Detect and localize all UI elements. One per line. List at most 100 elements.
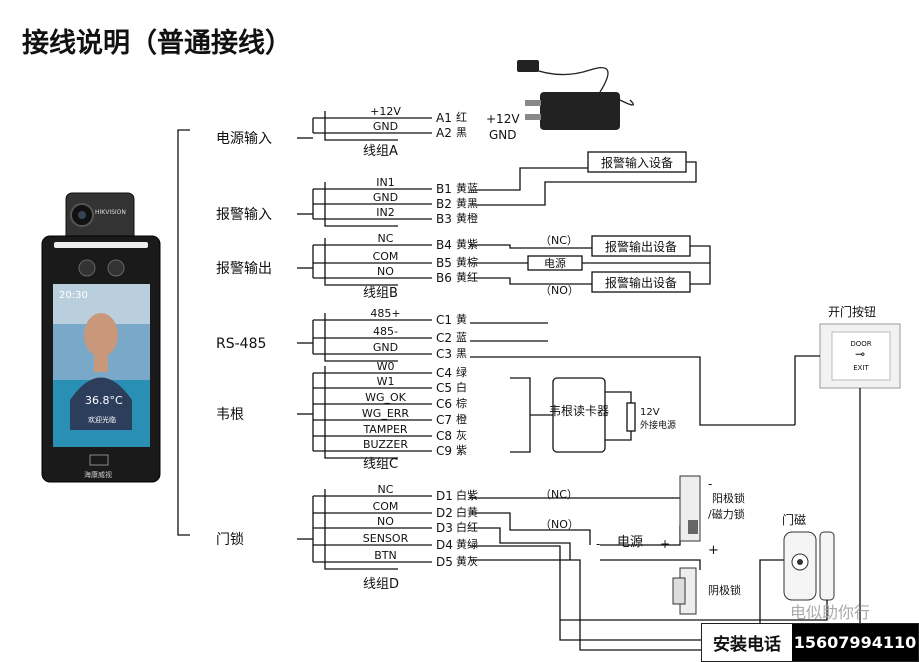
wire-pin: SENSOR xyxy=(363,532,409,545)
wire-pin: WG_ERR xyxy=(362,407,409,420)
wire-pin: +12V xyxy=(370,105,401,118)
wire-color: 绿 xyxy=(456,365,467,379)
alarm-nc-label: （NC） xyxy=(540,234,578,247)
device-bottom-brand: 海康威视 xyxy=(84,470,112,479)
wire-pin: GND xyxy=(373,120,398,133)
mag-lock-label: /磁力锁 xyxy=(708,507,745,521)
device-temperature: 36.8°C xyxy=(85,394,123,407)
wire-pin: NC xyxy=(378,232,394,245)
wire-color: 黄紫 xyxy=(456,237,478,251)
group-label: 报警输入 xyxy=(216,207,272,223)
wire-code: C3 xyxy=(436,347,452,361)
lock-power: 电源 xyxy=(617,535,643,550)
group-name: 线组D xyxy=(363,577,399,592)
wire-code: B4 xyxy=(436,238,452,252)
wire-color: 红 xyxy=(456,111,467,124)
hotline-number: 15607994110 xyxy=(792,624,918,661)
lock-minus-2: - xyxy=(708,477,712,491)
wire-pin: GND xyxy=(373,191,398,204)
wire-code: B6 xyxy=(436,271,452,285)
group-label: 韦根 xyxy=(216,407,244,423)
wire-code: B1 xyxy=(436,182,452,196)
page-title: 接线说明（普通接线） xyxy=(22,27,292,59)
wire-color: 白紫 xyxy=(456,488,478,502)
wire-code: C1 xyxy=(436,313,452,327)
ext-power-label: 外接电源 xyxy=(640,419,676,431)
wire-color: 黄棕 xyxy=(456,255,478,269)
wire-pin: IN2 xyxy=(376,206,394,219)
key-icon: ⊸ xyxy=(855,347,865,361)
group-label: 报警输出 xyxy=(216,261,272,277)
wire-code: C4 xyxy=(436,366,452,380)
group-bracket xyxy=(324,489,398,570)
wire-pin: GND xyxy=(373,341,398,354)
wire-color: 黑 xyxy=(456,347,467,360)
group-name: 线组B xyxy=(363,286,398,301)
wire-code: D3 xyxy=(436,521,453,535)
power-adapter xyxy=(517,60,634,130)
door-sensor-label: 门磁 xyxy=(782,512,806,527)
wire-pin: 485+ xyxy=(370,307,400,320)
wire-code: C9 xyxy=(436,444,452,458)
wire-pin: BUZZER xyxy=(363,438,408,451)
wire-pin: COM xyxy=(373,500,399,513)
wire-code: B3 xyxy=(436,212,452,226)
wire-color: 黑 xyxy=(456,126,467,139)
watermark: 电似助你行 xyxy=(790,603,870,622)
device-brand: HIKVISION xyxy=(95,209,126,216)
wire-color: 黄灰 xyxy=(456,554,478,568)
wire-code: A2 xyxy=(436,126,452,140)
lock-nc-label: （NC） xyxy=(540,488,578,501)
alarm-output-device-2: 报警输出设备 xyxy=(605,275,677,290)
wire-pin: TAMPER xyxy=(362,423,407,436)
cathode-lock-label: 阳极锁 xyxy=(712,491,745,505)
group-label: 电源输入 xyxy=(216,131,272,147)
group-braces xyxy=(297,111,398,570)
wire-pin: NO xyxy=(377,515,394,528)
wire-color: 紫 xyxy=(456,444,467,457)
wire-code: D1 xyxy=(436,489,453,503)
wire-code: C2 xyxy=(436,331,452,345)
adapter-plus-label: +12V xyxy=(486,112,520,126)
wire-code: C6 xyxy=(436,397,452,411)
wire-code: D2 xyxy=(436,506,453,520)
group-bracket xyxy=(324,313,398,362)
group-bracket xyxy=(324,238,398,286)
group-label: 门锁 xyxy=(216,532,244,548)
device-time: 20:30 xyxy=(59,290,88,301)
wire-pin: W0 xyxy=(377,360,395,373)
lock-plus-2: + xyxy=(708,543,719,558)
face-terminal-device: HIKVISION 20:30 36.8°C 欢迎光临 海康威视 xyxy=(41,192,161,483)
group-name: 线组C xyxy=(363,457,398,472)
wire-color: 黄蓝 xyxy=(456,181,478,195)
wire-pin: 485- xyxy=(373,325,398,338)
wire-code: C8 xyxy=(436,429,452,443)
wiegand-reader: 韦根读卡器 xyxy=(549,404,609,418)
exit-label: EXIT xyxy=(853,364,869,372)
lock-plus: + xyxy=(660,537,670,551)
ext-12v-label: 12V xyxy=(640,407,660,418)
wire-code: D4 xyxy=(436,538,453,552)
lock-minus: - xyxy=(596,537,600,551)
hotline-label: 安装电话 xyxy=(702,624,792,661)
alarm-input-device: 报警输入设备 xyxy=(601,155,673,170)
wire-color: 黄绿 xyxy=(456,537,478,551)
install-hotline: 安装电话 15607994110 xyxy=(701,623,919,662)
wire-color: 黄 xyxy=(456,312,467,326)
wire-pin: NO xyxy=(377,265,394,278)
group-label: RS-485 xyxy=(216,336,266,352)
anode-lock-label: 阴极锁 xyxy=(708,583,741,597)
alarm-no-label: （NO） xyxy=(540,284,579,297)
wire-code: B2 xyxy=(436,197,452,211)
wire-color: 棕 xyxy=(456,396,467,410)
wire-pin: COM xyxy=(373,250,399,263)
group-bracket xyxy=(324,111,398,141)
wire-pin: W1 xyxy=(377,375,395,388)
wire-code: A1 xyxy=(436,111,452,125)
alarm-output-device-1: 报警输出设备 xyxy=(605,239,677,254)
wire-color: 白黄 xyxy=(456,505,478,519)
wire-pin: WG_OK xyxy=(365,391,407,404)
